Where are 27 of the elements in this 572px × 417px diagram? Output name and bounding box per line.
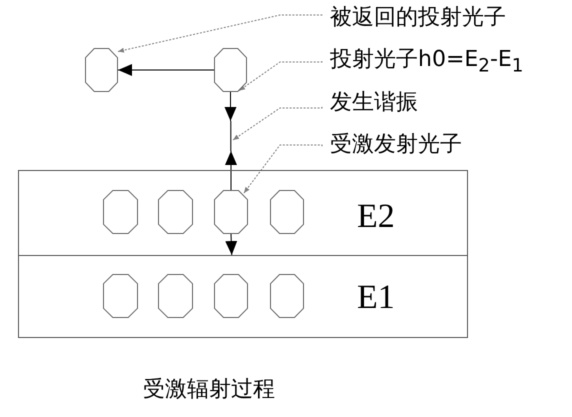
callout-label: 受激发射光子: [330, 132, 462, 158]
energy-level-band: [18, 170, 468, 256]
octagon-particle: [158, 190, 193, 234]
octagon-particle: [103, 190, 138, 234]
octagon-particle: [214, 274, 248, 318]
arrow: [224, 92, 236, 122]
energy-level-band: [18, 255, 468, 338]
leader-line: [232, 106, 322, 140]
octagon-particle: [158, 274, 193, 318]
callout-label: 投射光子h0=E$_{2}$-E$_{1}$: [330, 47, 524, 73]
arrow: [225, 150, 237, 190]
level-label: E2: [357, 199, 395, 235]
octagon-particle: [214, 48, 247, 92]
octagon-particle: [214, 190, 248, 234]
callout-label: 发生谐振: [330, 90, 418, 116]
callout-label: 被返回的投射光子: [330, 5, 506, 31]
arrow: [118, 64, 214, 76]
arrow: [225, 234, 238, 256]
leader-line: [118, 14, 322, 53]
level-label: E1: [357, 280, 395, 316]
octagon-particle: [270, 190, 304, 234]
octagon-particle: [270, 274, 304, 318]
octagon-particle: [85, 48, 118, 92]
caption: 受激辐射过程: [143, 377, 275, 403]
leader-line: [243, 144, 322, 194]
leader-line: [238, 60, 322, 92]
octagon-particle: [103, 274, 138, 318]
